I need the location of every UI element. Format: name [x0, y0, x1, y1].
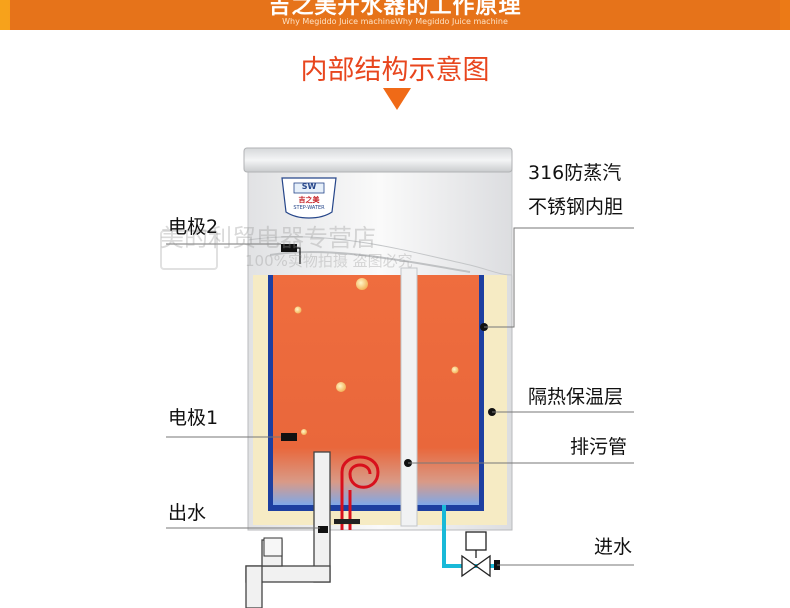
electrode2-wire — [297, 247, 301, 264]
section-title: 内部结构示意图 — [300, 55, 490, 86]
water-volume — [273, 275, 479, 505]
electrode1-sensor — [281, 433, 297, 441]
watermark-subtext: 100%实物拍摄 盗图必究 — [245, 252, 413, 270]
tank-lid — [243, 147, 513, 173]
cutaway-rim — [269, 250, 471, 273]
bubble — [301, 429, 307, 435]
arrow-down-icon — [383, 88, 411, 110]
label-insulation: 隔热保温层 — [528, 386, 624, 408]
banner-subtitle: Why Megiddo Juice machineWhy Megiddo Jui… — [282, 17, 508, 26]
leader-lines — [166, 227, 634, 566]
badge-model: STEP-WATER — [293, 205, 325, 211]
label-electrode1: 电极1 — [168, 407, 219, 429]
watermark-text: 美的利贸电器专营店 — [160, 224, 376, 252]
inlet-valve — [461, 531, 491, 578]
label-inlet: 进水 — [594, 536, 633, 558]
watermark-logo — [160, 230, 218, 270]
brand-badge — [281, 177, 337, 219]
drain-pipe — [400, 267, 418, 527]
label-liner-line1: 316防蒸汽 — [528, 162, 622, 184]
banner-inner — [10, 0, 780, 30]
badge-name: 吉之美 — [298, 196, 320, 204]
label-drain: 排污管 — [570, 436, 628, 458]
badge-brand: SW — [301, 182, 317, 191]
bubble — [356, 278, 368, 290]
heater-flange — [334, 519, 360, 524]
banner-title: 吉之美开水器的工作原理 — [268, 0, 522, 19]
bubble — [294, 306, 302, 314]
bubble — [336, 382, 346, 392]
outlet-point — [319, 526, 325, 532]
label-electrode2: 电极2 — [168, 216, 219, 238]
bubble — [451, 366, 459, 374]
label-outlet: 出水 — [168, 502, 207, 524]
label-liner-line2: 不锈钢内胆 — [528, 196, 624, 218]
header-banner: 吉之美开水器的工作原理 Why Megiddo Juice machineWhy… — [0, 0, 790, 30]
electrode2-sensor — [281, 244, 297, 252]
outlet-valve-box — [263, 537, 283, 557]
